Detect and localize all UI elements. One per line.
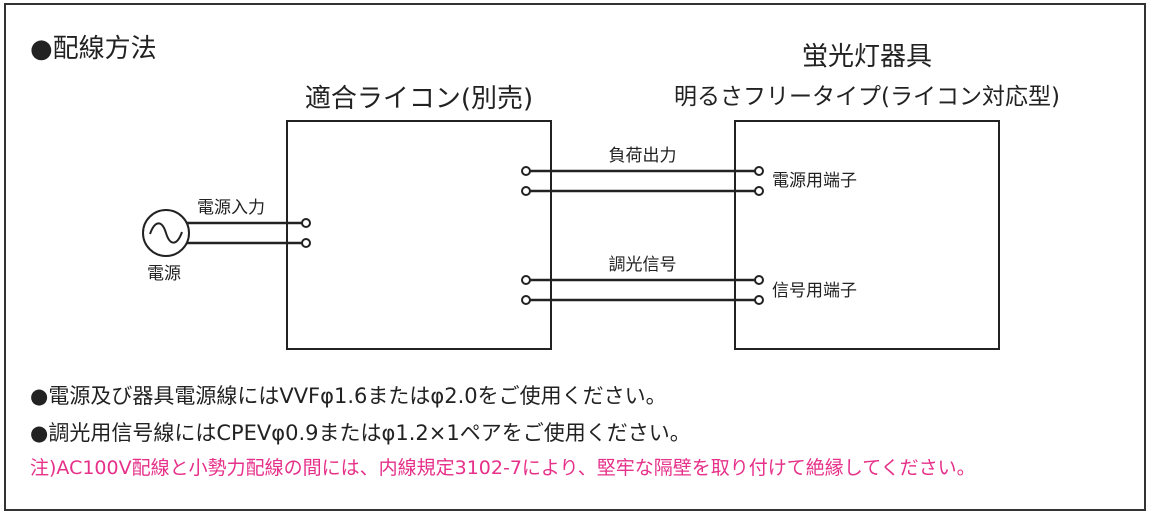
fixture-subtitle: 明るさフリータイプ(ライコン対応型): [674, 84, 1060, 110]
dimming-signal-label: 調光信号: [608, 255, 677, 275]
signal-terminal-label: 信号用端子: [772, 281, 857, 301]
power-terminal-label: 電源用端子: [772, 171, 857, 191]
diagram-frame: [4, 3, 1146, 511]
controller-signal-terminal-2: [521, 295, 531, 305]
fixture-power-terminal-1: [754, 166, 764, 176]
controller-load-terminal-2: [521, 186, 531, 196]
section-heading: ●配線方法: [30, 34, 157, 64]
fixture-title: 蛍光灯器具: [801, 42, 932, 72]
ac-source-icon: [142, 209, 190, 257]
insulation-warning: 注)AC100V配線と小勢力配線の間には、内線規定3102-7により、堅牢な隔壁…: [30, 457, 976, 479]
fixture-box: [734, 120, 1000, 350]
fixture-signal-terminal-1: [754, 275, 764, 285]
controller-signal-terminal-1: [521, 275, 531, 285]
controller-load-terminal-1: [521, 166, 531, 176]
note-signal-cable: ●調光用信号線にはCPEVφ0.9またはφ1.2×1ペアをご使用ください。: [30, 421, 691, 445]
fixture-signal-terminal-2: [754, 295, 764, 305]
controller-box: [286, 120, 552, 350]
load-output-label: 負荷出力: [608, 146, 677, 166]
power-source-label: 電源: [147, 264, 181, 284]
controller-power-terminal-1: [301, 218, 311, 228]
fixture-power-terminal-2: [754, 186, 764, 196]
controller-title: 適合ライコン(別売): [304, 84, 534, 114]
controller-power-terminal-2: [301, 238, 311, 248]
note-power-cable: ●電源及び器具電源線にはVVFφ1.6またはφ2.0をご使用ください。: [30, 384, 667, 408]
power-input-label: 電源入力: [197, 198, 265, 218]
